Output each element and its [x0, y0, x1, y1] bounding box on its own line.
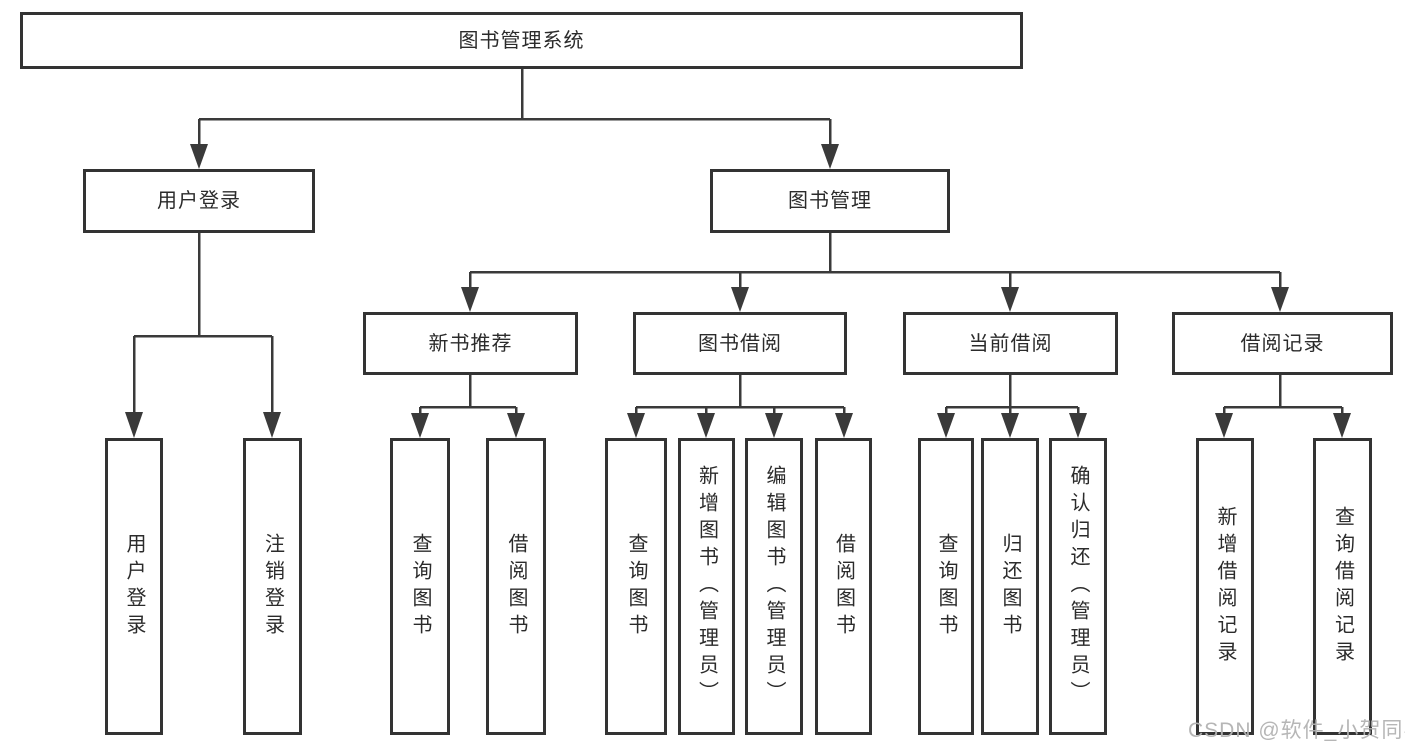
node-borrowing-records: 借阅记录 — [1172, 312, 1393, 375]
leaf-confirm-return-admin-label: 确认归还（管理员） — [1067, 465, 1089, 708]
node-current-borrowing-label: 当前借阅 — [968, 332, 1053, 355]
node-root-system: 图书管理系统 — [20, 12, 1023, 69]
leaf-user-login: 用户登录 — [105, 438, 163, 735]
node-new-book-recommend: 新书推荐 — [363, 312, 578, 375]
leaf-add-borrow-record: 新增借阅记录 — [1196, 438, 1254, 735]
connector-borrowing-to-leaves — [627, 375, 853, 438]
leaf-query-books-borrowing-label: 查询图书 — [625, 532, 647, 641]
node-book-borrowing: 图书借阅 — [633, 312, 847, 375]
node-new-book-recommend-label: 新书推荐 — [428, 332, 513, 355]
leaf-return-books-label: 归还图书 — [999, 532, 1021, 641]
node-user-login-label: 用户登录 — [157, 190, 241, 212]
leaf-add-borrow-record-label: 新增借阅记录 — [1214, 505, 1236, 668]
leaf-add-book-admin-label: 新增图书（管理员） — [695, 465, 718, 708]
watermark: CSDN @软件_小贺同学 — [1188, 719, 1405, 742]
leaf-query-books-current-label: 查询图书 — [935, 532, 957, 641]
node-borrowing-records-label: 借阅记录 — [1240, 332, 1325, 355]
node-book-management-label: 图书管理 — [788, 190, 872, 212]
leaf-query-borrow-record-label: 查询借阅记录 — [1331, 505, 1354, 668]
leaf-borrow-books-newbook-label: 借阅图书 — [505, 532, 527, 641]
node-book-management: 图书管理 — [710, 169, 950, 233]
leaf-logout-label: 注销登录 — [261, 532, 284, 641]
leaf-query-books-newbook-label: 查询图书 — [409, 532, 431, 641]
connector-root-to-level2 — [190, 69, 839, 169]
leaf-user-login-label: 用户登录 — [123, 532, 145, 641]
leaf-confirm-return-admin: 确认归还（管理员） — [1049, 438, 1107, 735]
leaf-query-books-borrowing: 查询图书 — [605, 438, 667, 735]
connector-userlogin-to-leaves — [125, 233, 281, 438]
leaf-borrow-books-borrowing: 借阅图书 — [815, 438, 872, 735]
node-book-borrowing-label: 图书借阅 — [698, 332, 782, 355]
leaf-edit-book-admin: 编辑图书（管理员） — [745, 438, 803, 735]
leaf-logout: 注销登录 — [243, 438, 302, 735]
connector-bookmgmt-to-level3 — [461, 233, 1289, 312]
leaf-edit-book-admin-label: 编辑图书（管理员） — [763, 465, 785, 708]
node-current-borrowing: 当前借阅 — [903, 312, 1118, 375]
leaf-borrow-books-newbook: 借阅图书 — [486, 438, 546, 735]
leaf-query-books-current: 查询图书 — [918, 438, 974, 735]
leaf-query-borrow-record: 查询借阅记录 — [1313, 438, 1372, 735]
connector-current-to-leaves — [937, 375, 1087, 438]
connector-newbook-to-leaves — [411, 375, 525, 438]
node-root-label: 图书管理系统 — [458, 29, 585, 52]
leaf-query-books-newbook: 查询图书 — [390, 438, 450, 735]
leaf-add-book-admin: 新增图书（管理员） — [678, 438, 735, 735]
leaf-borrow-books-borrowing-label: 借阅图书 — [832, 532, 855, 641]
connector-records-to-leaves — [1215, 375, 1351, 438]
leaf-return-books: 归还图书 — [981, 438, 1039, 735]
node-user-login: 用户登录 — [83, 169, 315, 233]
